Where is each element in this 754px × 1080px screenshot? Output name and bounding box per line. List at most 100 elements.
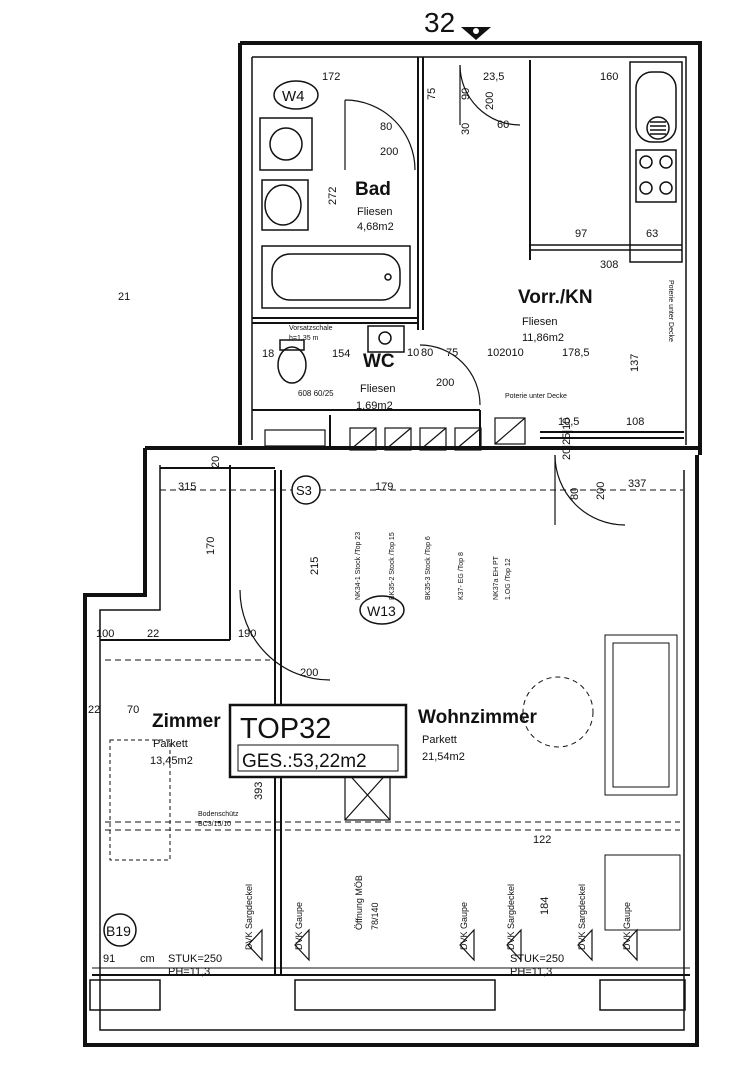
kitchen-fixtures [530,61,683,263]
svg-text:h=1,35 m: h=1,35 m [289,335,319,342]
svg-text:179: 179 [375,481,393,493]
room-vorr-name: Vorr./KN [518,287,593,308]
toilet-icon [277,339,307,384]
svg-text:178,5: 178,5 [562,347,590,359]
room-zimmer-floor: Parkett [153,738,188,750]
svg-text:22: 22 [88,704,100,716]
svg-text:80: 80 [569,488,581,500]
svg-text:NK37a EH PT: NK37a EH PT [493,555,500,600]
room-vorr-area: 11,86m2 [522,332,564,344]
svg-text:21: 21 [118,291,130,303]
svg-text:80: 80 [380,121,392,133]
svg-text:154: 154 [332,348,350,360]
sink-icon [261,179,309,231]
svg-text:190: 190 [238,628,256,640]
interior-walls [100,57,684,975]
svg-text:102010: 102010 [487,347,524,359]
svg-text:90: 90 [460,88,472,100]
svg-text:STUK=250: STUK=250 [168,953,222,965]
svg-text:272: 272 [327,187,339,205]
svg-text:10,5: 10,5 [558,416,579,428]
svg-text:DVK Sargdeckel: DVK Sargdeckel [577,884,587,950]
ceiling-light-icon [522,676,594,748]
unit-number: 32 [424,7,455,38]
svg-text:Bodenschütz: Bodenschütz [198,811,239,818]
svg-text:172: 172 [322,71,340,83]
kitchen-sink-icon [635,71,677,143]
svg-text:170: 170 [205,537,217,555]
wc-sink-icon [367,325,405,353]
svg-text:63: 63 [646,228,658,240]
svg-text:DVK Sargdeckel: DVK Sargdeckel [506,884,516,950]
svg-text:20|25|10: 20|25|10 [561,418,573,460]
room-zimmer-area: 13,45m2 [150,755,193,767]
door-entrance [459,64,521,126]
svg-text:NK34-1 Stock /Top 23: NK34-1 Stock /Top 23 [355,532,362,600]
svg-text:23,5: 23,5 [483,71,504,83]
room-wc-name: WC [363,351,395,372]
svg-text:200: 200 [380,146,398,158]
door-bad [344,99,416,171]
svg-text:200: 200 [436,377,454,389]
svg-text:78/140: 78/140 [370,902,380,930]
top-title: TOP32 [240,713,331,745]
svg-text:393: 393 [253,782,265,800]
svg-text:1.OG /Top 12: 1.OG /Top 12 [505,558,512,600]
svg-text:K37- EG /Top 8: K37- EG /Top 8 [458,552,465,600]
svg-text:Poterie unter Decke: Poterie unter Decke [505,393,567,400]
svg-text:cm: cm [140,953,155,965]
svg-text:137: 137 [629,354,641,372]
svg-text:97: 97 [575,228,587,240]
dormer-markers [247,928,638,962]
roof-window [604,634,678,796]
svg-text:DVK Sargdeckel: DVK Sargdeckel [244,884,254,950]
svg-text:200: 200 [484,92,496,110]
room-wc-area: 1,69m2 [356,400,393,412]
door-wc [419,344,481,406]
svg-text:BC3/15/10: BC3/15/10 [198,821,231,828]
svg-text:337: 337 [628,478,646,490]
north-arrow-icon [461,27,491,40]
svg-text:91: 91 [103,953,115,965]
svg-text:DVK Gaupe: DVK Gaupe [294,902,304,950]
room-bad-floor: Fliesen [357,206,392,218]
svg-text:200: 200 [595,482,607,500]
window-tags: W4 W13 B19 S3 [103,80,405,947]
svg-text:184: 184 [539,897,551,915]
annotations: STUK=250 PH=11,3 STUK=250 PH=11,3 Poteri… [168,280,674,978]
svg-text:BK35-3 Stock /Top 6: BK35-3 Stock /Top 6 [425,536,432,600]
window-tag-w13 [359,595,405,625]
installation-shafts [264,417,526,821]
room-wohnzimmer-name: Wohnzimmer [418,707,538,728]
svg-text:75: 75 [446,347,458,359]
top-box: TOP32 GES.:53,22m2 [228,703,408,779]
svg-text:Öffnung MÖB: Öffnung MÖB [354,875,364,930]
svg-text:160: 160 [600,71,618,83]
svg-text:308: 308 [600,259,618,271]
svg-text:122: 122 [533,834,551,846]
svg-text:DVK Gaupe: DVK Gaupe [622,902,632,950]
bathroom-fixtures [259,117,411,384]
door-wohnzimmer [554,454,626,526]
svg-text:70: 70 [127,704,139,716]
svg-text:30: 30 [460,123,472,135]
svg-text:18: 18 [262,348,274,360]
svg-text:60: 60 [497,119,509,131]
room-wohnzimmer-area: 21,54m2 [422,751,465,763]
room-labels: Bad Fliesen 4,68m2 Vorr./KN Fliesen 11,8… [150,179,593,767]
top-area: GES.:53,22m2 [242,751,367,772]
svg-text:STUK=250: STUK=250 [510,953,564,965]
door-zimmer [239,589,331,681]
room-vorr-floor: Fliesen [522,316,557,328]
svg-text:W13: W13 [367,603,396,619]
washing-machine-icon [259,117,313,171]
sloped-ceiling-lines [105,489,683,831]
svg-text:75: 75 [426,88,438,100]
room-bad-area: 4,68m2 [357,221,394,233]
svg-text:10: 10 [407,347,419,359]
svg-text:W4: W4 [282,88,305,105]
room-wohnzimmer-floor: Parkett [422,734,457,746]
window-tag-b19 [103,913,137,947]
svg-text:Vorsatzschale: Vorsatzschale [289,325,333,332]
